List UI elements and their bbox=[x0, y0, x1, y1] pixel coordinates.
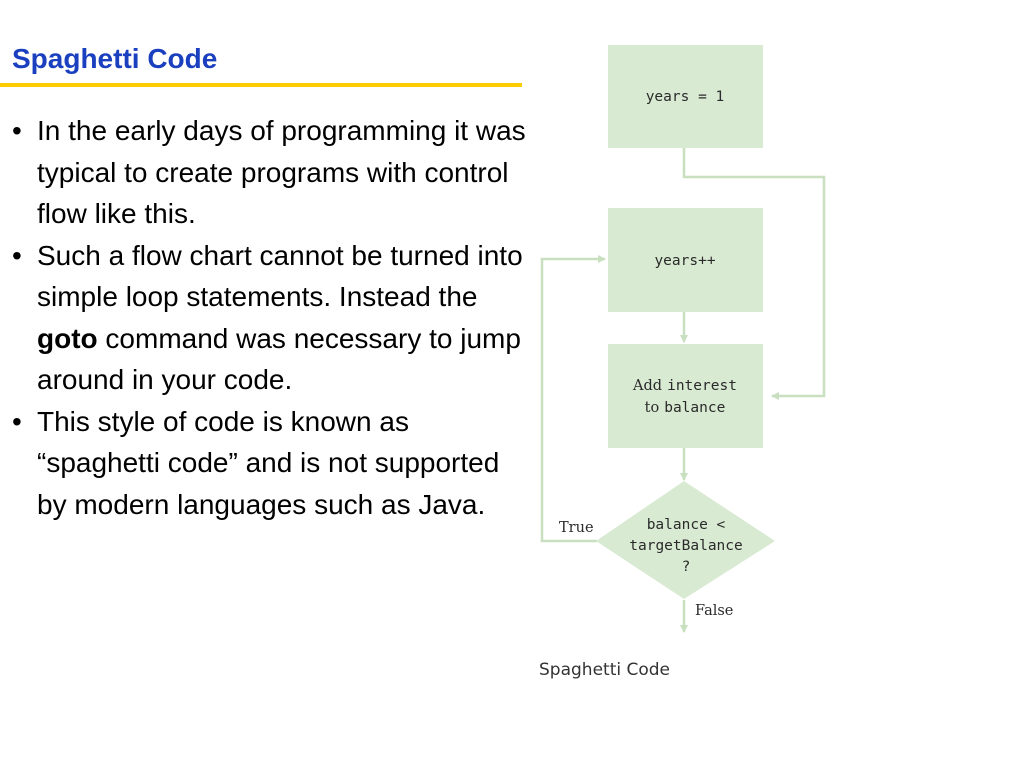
bullet-dot: • bbox=[12, 115, 22, 146]
diagram-caption: Spaghetti Code bbox=[539, 660, 670, 680]
bullet-text-part: Such a flow chart cannot be turned into … bbox=[37, 239, 523, 313]
bullet-text: Such a flow chart cannot be turned into … bbox=[37, 240, 523, 396]
connector-years-init-to-add-interest bbox=[682, 148, 826, 400]
box-years-init-label: years = 1 bbox=[646, 89, 725, 105]
bullet-list: • In the early days of programming it wa… bbox=[12, 110, 532, 525]
box-years-increment-label: years++ bbox=[654, 253, 715, 269]
bullet-text: In the early days of programming it was … bbox=[37, 115, 526, 229]
bullet-text: This style of code is known as “spaghett… bbox=[37, 405, 500, 520]
bullet-item: • This style of code is known as “spaghe… bbox=[12, 401, 532, 526]
true-branch-label: True bbox=[559, 520, 594, 536]
bullet-text-part: command was necessary to jump around in … bbox=[37, 322, 521, 396]
bullet-dot: • bbox=[12, 239, 22, 271]
box-years-increment bbox=[608, 208, 763, 312]
balance-code: balance bbox=[664, 400, 725, 416]
bullet-item: • Such a flow chart cannot be turned int… bbox=[12, 235, 532, 401]
bullet-item: • In the early days of programming it wa… bbox=[12, 110, 532, 235]
box-add-interest bbox=[608, 344, 763, 448]
interest-code: interest bbox=[667, 378, 737, 394]
connector-true-loop bbox=[540, 255, 606, 543]
decision-line3: ? bbox=[682, 559, 691, 575]
decision-diamond bbox=[596, 481, 775, 599]
to-word: to bbox=[645, 400, 660, 416]
box-add-interest-line1: Add interest bbox=[632, 378, 737, 394]
decision-line2: targetBalance bbox=[629, 538, 743, 554]
decision-line1: balance < bbox=[647, 517, 726, 533]
title-underline bbox=[0, 83, 522, 87]
box-years-init bbox=[608, 45, 763, 148]
slide-title: Spaghetti Code bbox=[12, 43, 218, 74]
bullet-dot: • bbox=[12, 405, 22, 437]
bullet-bold-keyword: goto bbox=[37, 322, 98, 354]
false-branch-label: False bbox=[695, 603, 733, 619]
add-word: Add bbox=[632, 378, 662, 394]
